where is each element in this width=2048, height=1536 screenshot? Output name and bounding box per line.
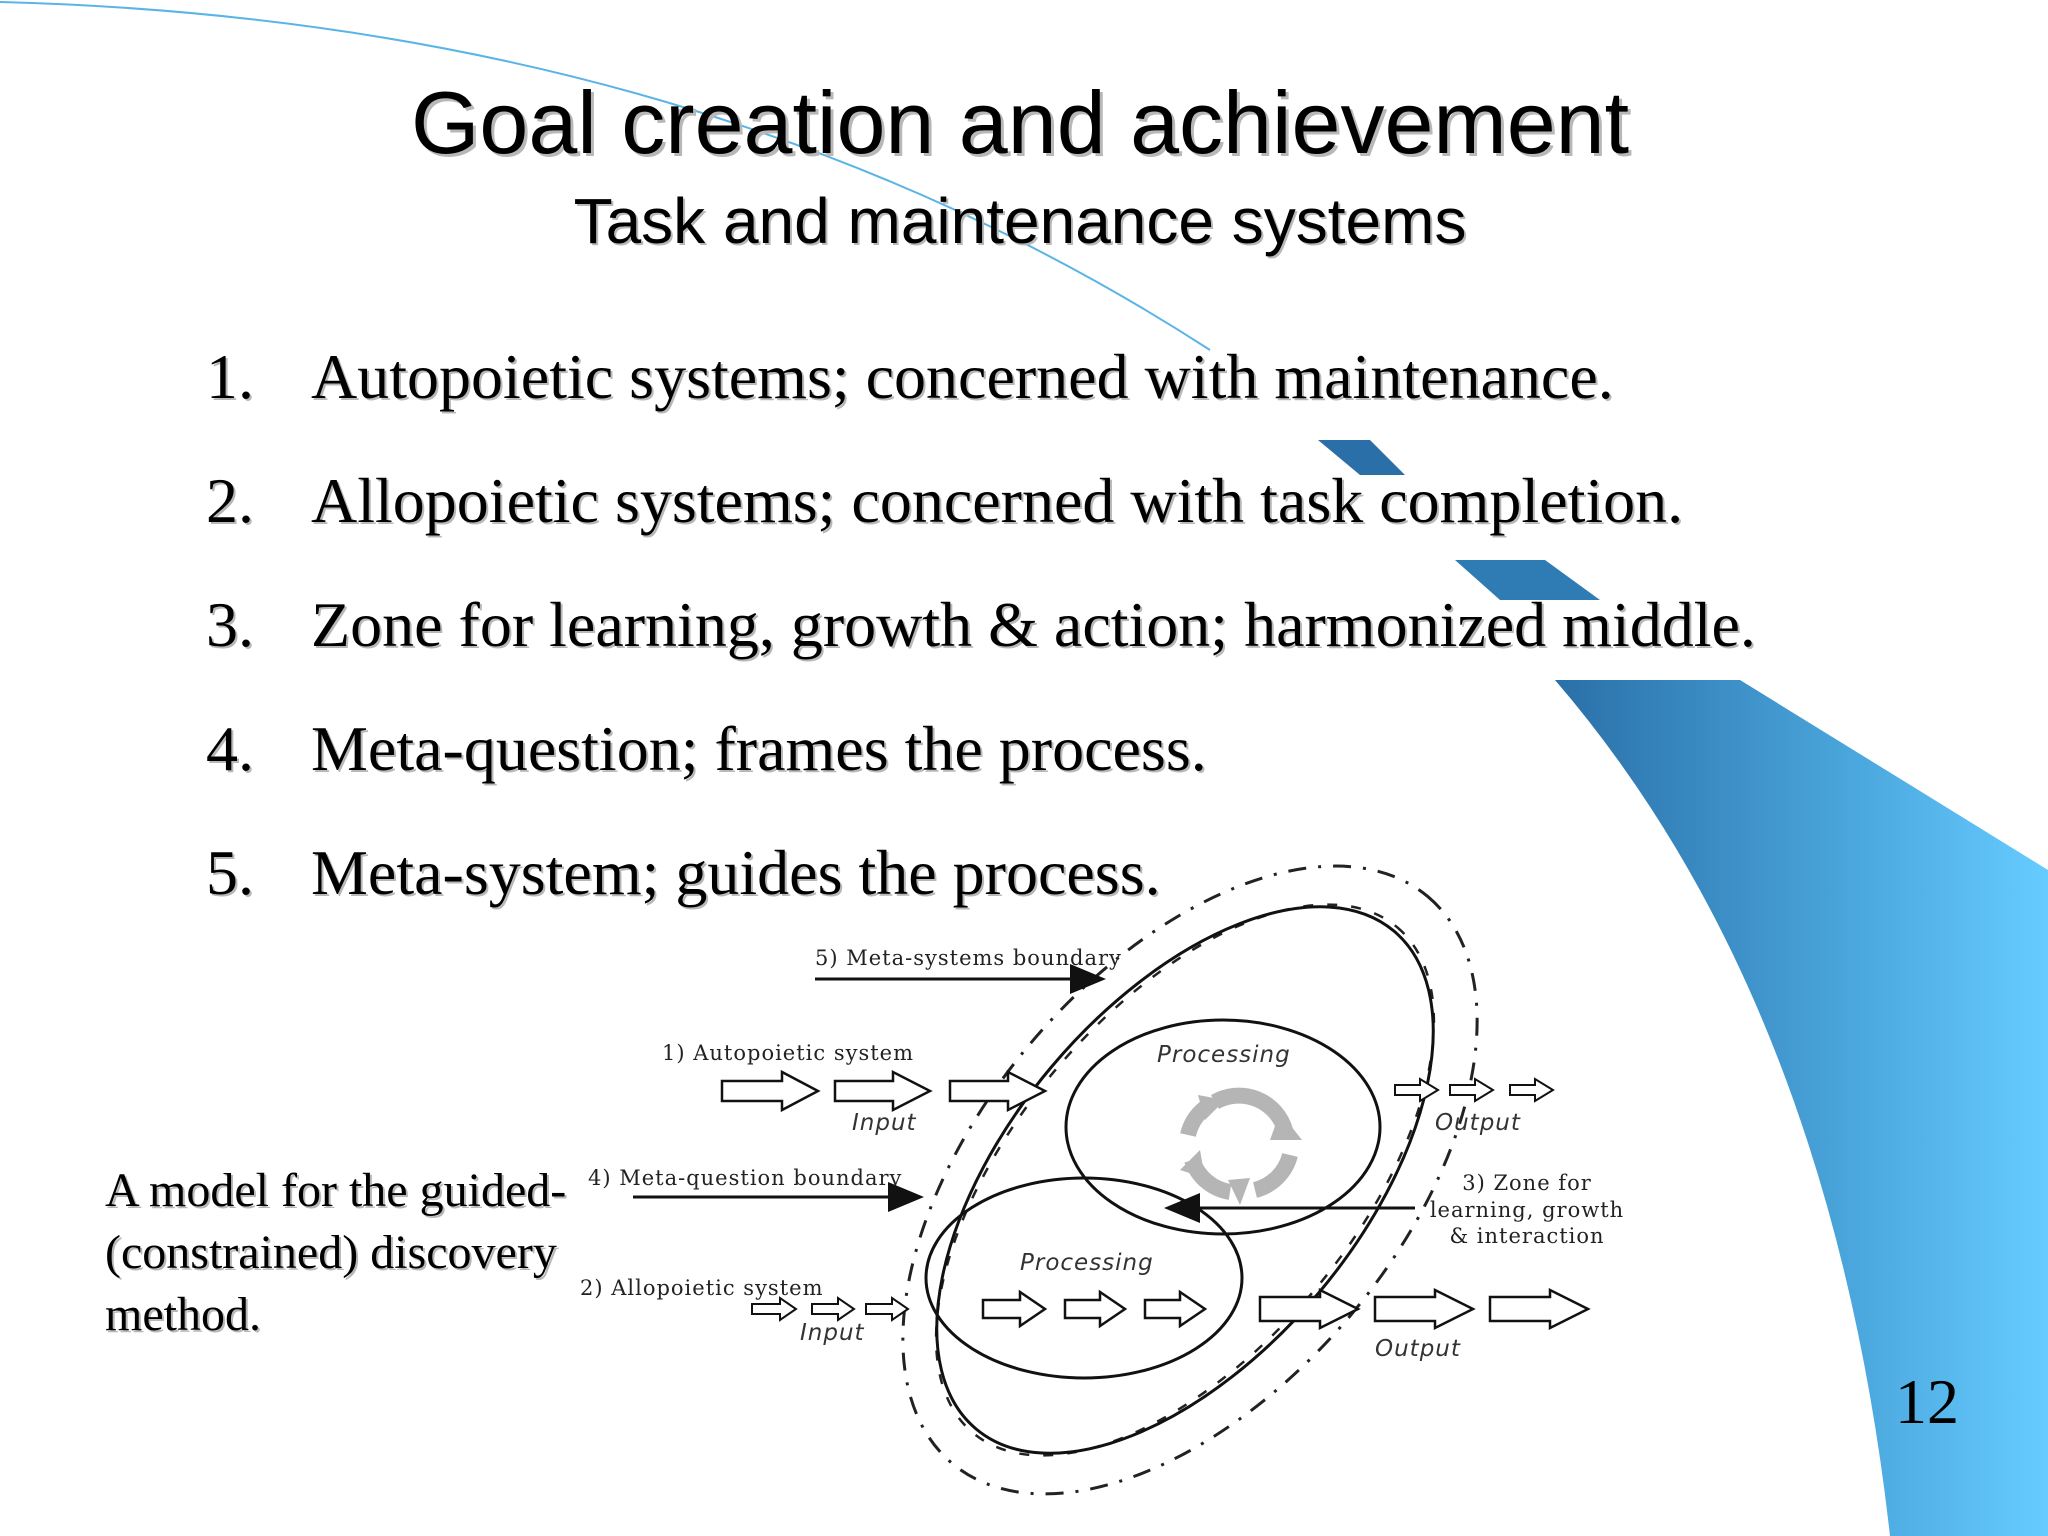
list-item-text: Zone for learning, growth & action; harm… (311, 589, 1756, 660)
processing-top-label: Processing (1157, 1042, 1291, 1068)
processing-bottom-label: Processing (1020, 1250, 1154, 1276)
list-item-text: Meta-system; guides the process. (311, 837, 1161, 908)
list-item-number: 1. (206, 341, 254, 412)
outer-system-ellipse (935, 905, 1435, 1455)
page-number: 12 (1895, 1366, 1959, 1437)
processing-arrows-bottom (981, 1289, 1208, 1329)
processing-bottom-circle (924, 1176, 1244, 1380)
list-item-text: Allopoietic systems; concerned with task… (311, 465, 1684, 536)
output-arrows-top (1394, 1077, 1555, 1103)
list-item-number: 5. (206, 837, 254, 908)
meta-question-boundary (934, 903, 1436, 1457)
list-item-text: Meta-question; frames the process. (311, 713, 1207, 784)
autopoietic-label: 1) Autopoietic system (662, 1041, 914, 1065)
input-arrows-top (720, 1069, 1048, 1113)
list-item-number: 3. (206, 589, 254, 660)
meta-systems-boundary (901, 864, 1479, 1496)
zone-label-line2: learning, growth (1430, 1198, 1624, 1222)
meta-question-label: 4) Meta-question boundary (588, 1166, 902, 1190)
diagram-caption: A model for the guided-(constrained) dis… (105, 1164, 567, 1341)
input-bottom-label: Input (800, 1320, 865, 1346)
allopoietic-label: 2) Allopoietic system (580, 1276, 824, 1300)
slide-title: Goal creation and achievement (410, 73, 1630, 172)
zone-label-line3: & interaction (1449, 1224, 1604, 1248)
output-top-label: Output (1435, 1110, 1521, 1136)
list-item-number: 2. (206, 465, 254, 536)
list-item-text: Autopoietic systems; concerned with main… (311, 341, 1614, 412)
output-arrows-bottom (1258, 1287, 1591, 1331)
list-item-number: 4. (206, 713, 254, 784)
input-top-label: Input (852, 1110, 917, 1136)
input-arrows-bottom (751, 1296, 910, 1322)
output-bottom-label: Output (1375, 1336, 1461, 1362)
meta-systems-label: 5) Meta-systems boundary (815, 946, 1122, 970)
processing-top-circle (1064, 1018, 1382, 1236)
zone-label-line1: 3) Zone for (1462, 1171, 1592, 1195)
slide-subtitle: Task and maintenance systems (573, 185, 1467, 257)
